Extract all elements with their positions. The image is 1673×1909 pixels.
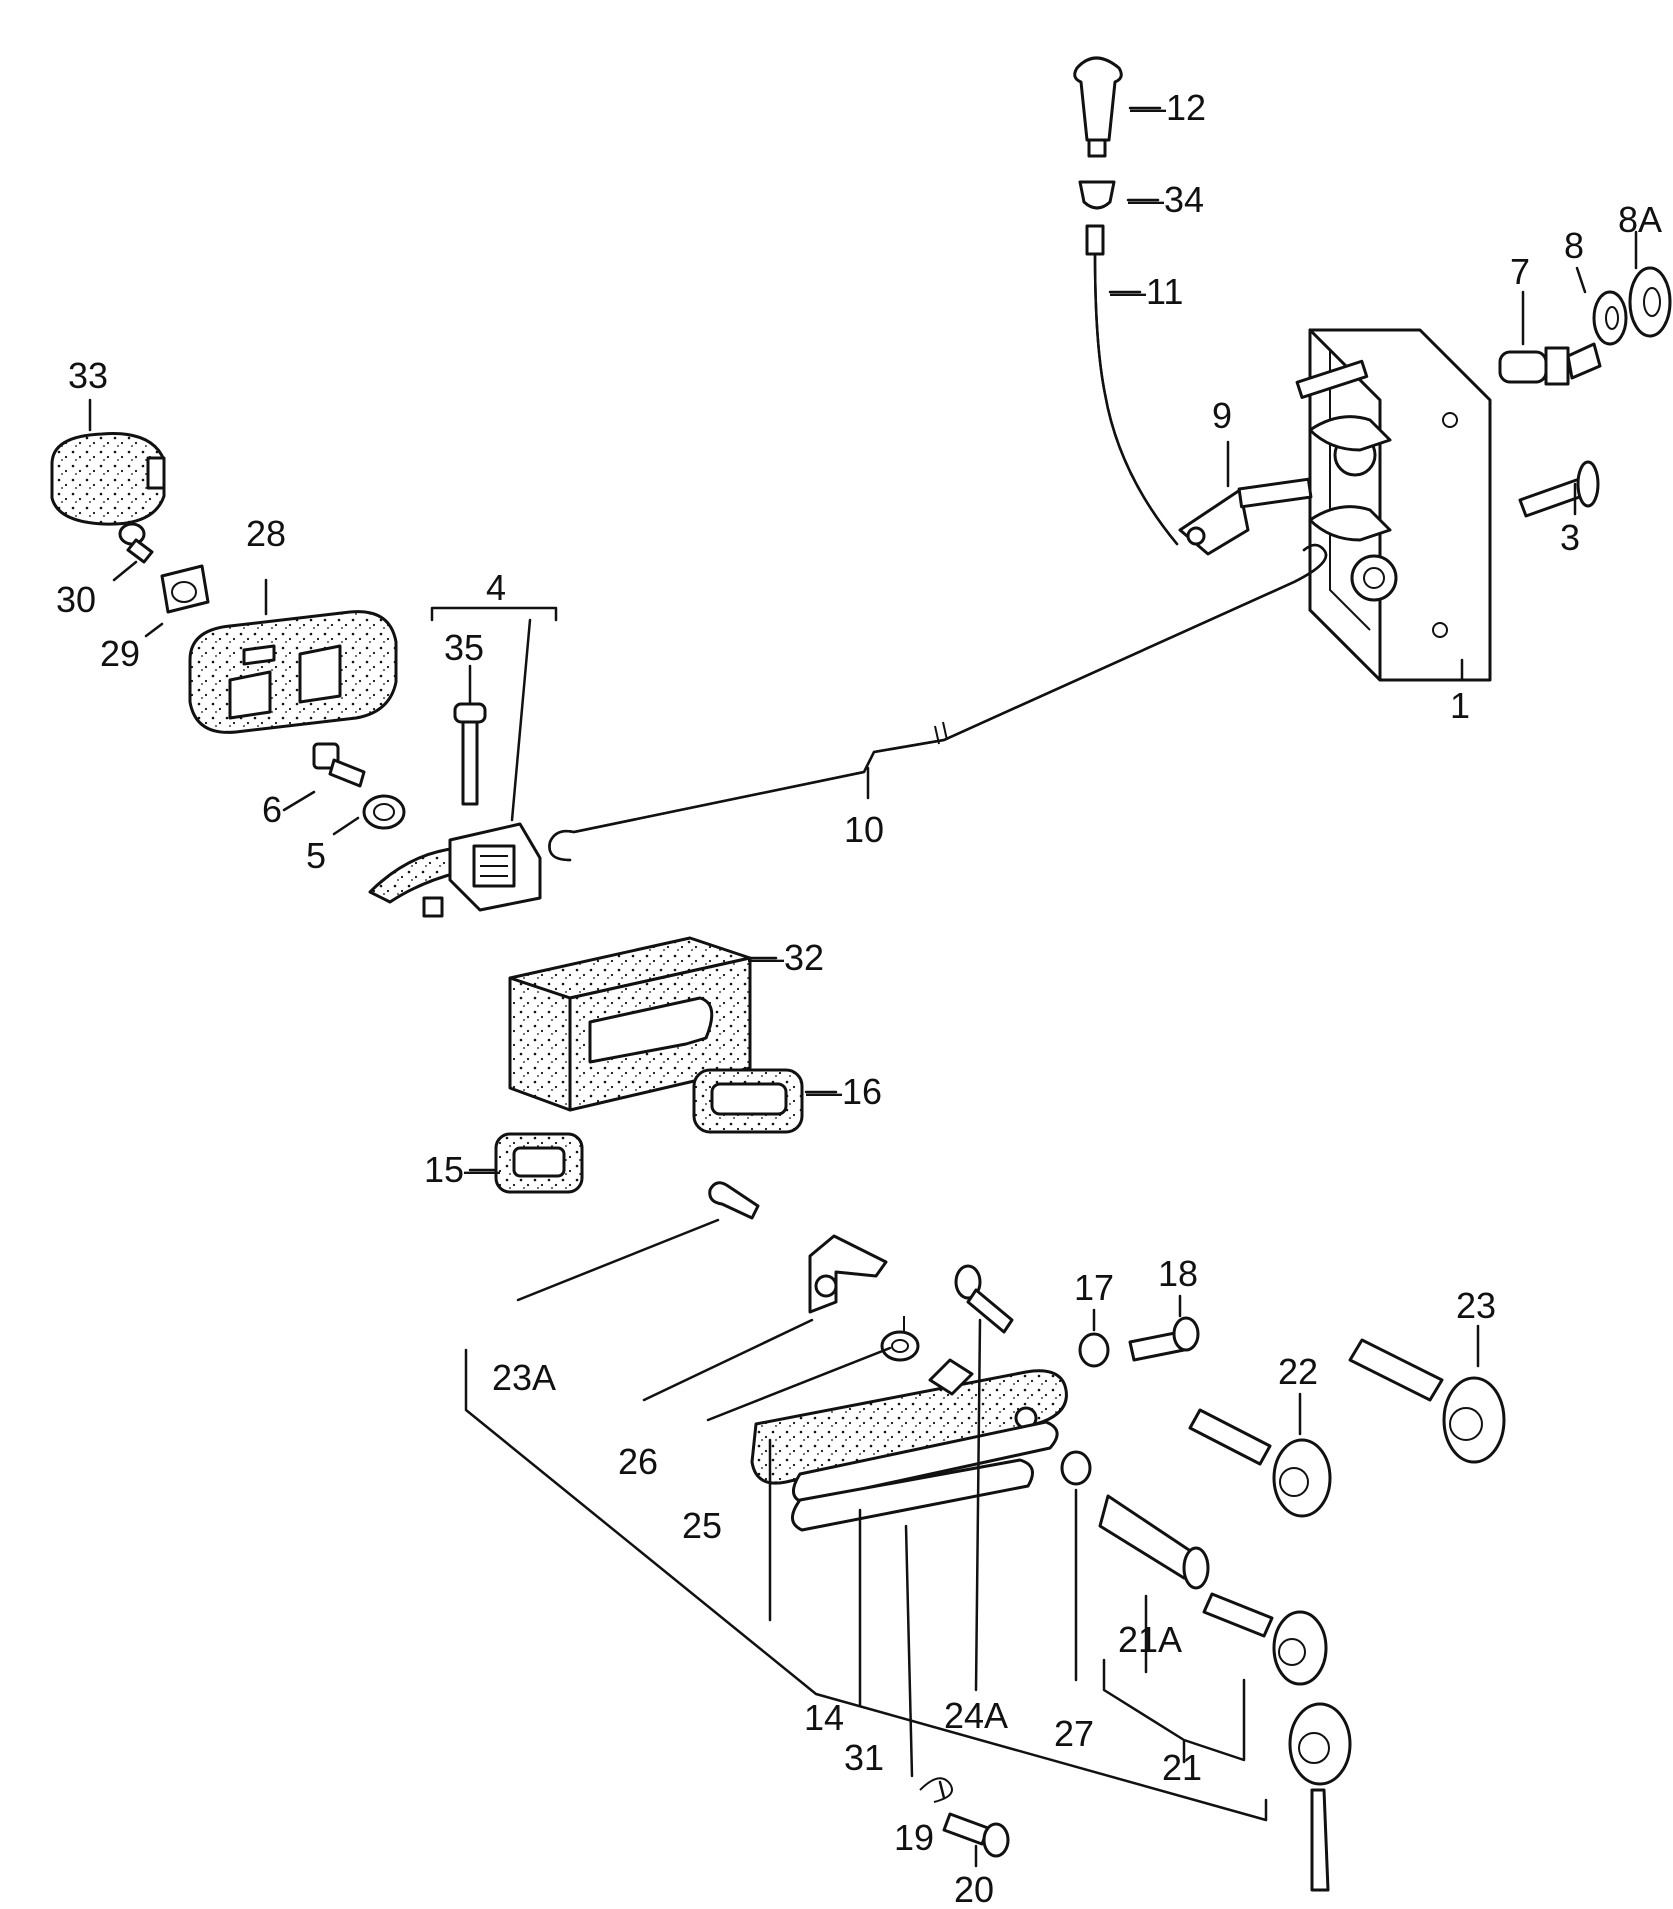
label-20: 20 [954, 1869, 994, 1909]
label-26: 26 [618, 1441, 658, 1482]
label-10: 10 [844, 809, 884, 850]
label-30: 30 [56, 579, 96, 620]
part-28-trim-cover [188, 610, 398, 734]
label-14: 14 [804, 1697, 844, 1738]
label-35: 35 [444, 627, 484, 668]
part-16-seal [692, 1068, 804, 1134]
part-3-screw [1518, 460, 1600, 518]
label-21a: 21A [1118, 1619, 1182, 1660]
label-25: 25 [682, 1505, 722, 1546]
part-21-key-set [1202, 1592, 1352, 1892]
label-31: 31 [844, 1737, 884, 1778]
label-23: 23 [1456, 1285, 1496, 1326]
label-17: 17 [1074, 1267, 1114, 1308]
part-15-seal [494, 1132, 584, 1194]
part-26-clip [808, 1234, 888, 1314]
label-18: 18 [1158, 1253, 1198, 1294]
part-20-screw [942, 1812, 1010, 1858]
label-32: —32 [748, 937, 824, 978]
label-19: 19 [894, 1817, 934, 1858]
part-35-pin [453, 702, 487, 806]
part-29-escutcheon [160, 564, 210, 614]
part-5-washer [362, 794, 406, 830]
part-22-key [1188, 1408, 1332, 1518]
label-5: 5 [306, 835, 326, 876]
label-3: 3 [1560, 517, 1580, 558]
part-9-operating-lever [1178, 477, 1313, 556]
label-34: —34 [1128, 179, 1204, 220]
leader-lines [88, 106, 1638, 1868]
part-6-screw [312, 742, 366, 788]
label-9: 9 [1212, 395, 1232, 436]
part-24a-screw [954, 1264, 1014, 1334]
part-12-lock-knob [1073, 56, 1123, 158]
part-17-bushing [1078, 1332, 1110, 1368]
label-8: 8 [1564, 225, 1584, 266]
part-30-screw [118, 522, 154, 564]
part-31-handle-insert [791, 1458, 1034, 1532]
label-33: 33 [68, 355, 108, 396]
part-7-bolt [1498, 342, 1602, 386]
label-27: 27 [1054, 1713, 1094, 1754]
part-19-clip [919, 1777, 953, 1803]
label-22: 22 [1278, 1351, 1318, 1392]
label-4: 4 [486, 567, 506, 608]
label-12: —12 [1130, 87, 1206, 128]
label-29: 29 [100, 633, 140, 674]
part-4-inner-handle [368, 822, 542, 918]
label-21: 21 [1162, 1747, 1202, 1788]
part-8a-washer [1628, 266, 1672, 338]
part-33-cap [50, 432, 166, 526]
part-21a-lock-cylinder [1098, 1494, 1210, 1590]
label-8a: 8A [1618, 199, 1662, 240]
part-23-key [1348, 1338, 1506, 1464]
label-11: —11 [1110, 271, 1183, 312]
part-23a-screw [708, 1181, 760, 1220]
label-16: —16 [806, 1071, 882, 1112]
part-18-screw [1128, 1316, 1200, 1362]
label-15: 15— [424, 1149, 500, 1190]
part-27-washer [1060, 1450, 1092, 1486]
label-24a: 24A [944, 1695, 1008, 1736]
part-34-grommet [1078, 180, 1116, 210]
label-23a: 23A [492, 1357, 556, 1398]
label-6: 6 [262, 789, 282, 830]
part-1-door-lock [1295, 328, 1492, 682]
callout-labels: —12 —34 —11 9 7 8 8A 3 1 10 4 35 6 5 33 … [56, 87, 1662, 1909]
part-11-pull-rod [1085, 224, 1179, 546]
label-7: 7 [1510, 251, 1530, 292]
part-10-remote-rod [548, 543, 1328, 862]
part-25-spring [880, 1316, 920, 1362]
label-1: 1 [1450, 685, 1470, 726]
part-14-outer-handle [750, 1358, 1068, 1504]
label-28: 28 [246, 513, 286, 554]
part-8-washer [1592, 290, 1628, 346]
